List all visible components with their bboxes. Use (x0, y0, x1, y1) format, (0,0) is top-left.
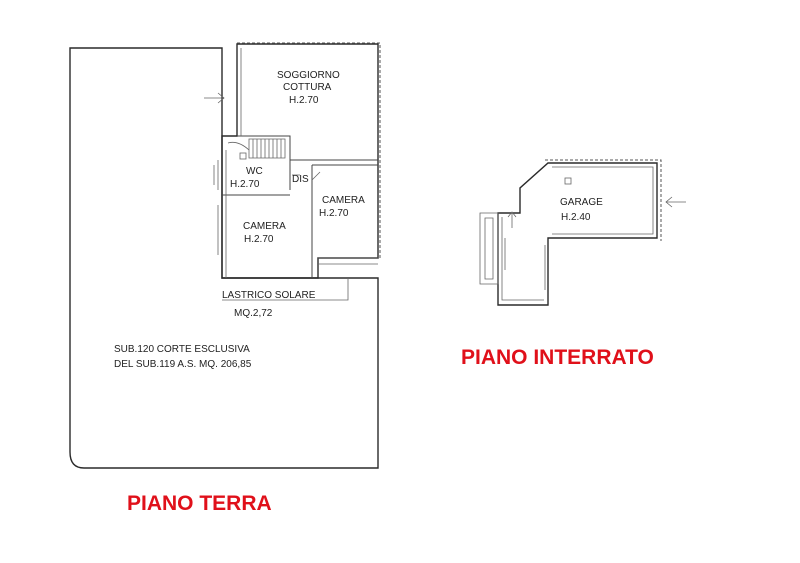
garage-inner-walls (501, 166, 654, 301)
garage-label: GARAGE (560, 197, 603, 208)
wc-label: WC (246, 166, 263, 177)
bedroom-right-height: H.2.70 (319, 208, 349, 219)
stairs-icon (227, 138, 286, 160)
garage-height: H.2.40 (561, 212, 591, 223)
window-marks-left (213, 160, 219, 255)
house-outline (221, 43, 379, 279)
garage-column (564, 177, 572, 185)
garage-outline (497, 162, 658, 306)
arrow-right-icon (204, 92, 225, 104)
ground-floor-plan: SOGGIORNO COTTURA H.2.70 WC H.2.70 DIS C… (69, 42, 381, 515)
terrace-label-1: LASTRICO SOLARE (222, 290, 316, 301)
garage-side-recess (479, 212, 499, 285)
living-label-1: SOGGIORNO (277, 70, 340, 81)
basement-title: PIANO INTERRATO (461, 346, 654, 369)
yard-boundary (69, 47, 379, 469)
ground-floor-title: PIANO TERRA (127, 492, 272, 515)
stair-enclosure (237, 135, 291, 160)
yard-label-1: SUB.120 CORTE ESCLUSIVA (114, 344, 250, 355)
living-height: H.2.70 (289, 95, 319, 106)
yard-label-2: DEL SUB.119 A.S. MQ. 206,85 (114, 359, 252, 370)
arrow-left-icon (665, 196, 686, 208)
house-dashed-edge (237, 42, 381, 258)
basement-plan: GARAGE H.2.40 PIANO INTERRATO (461, 159, 686, 369)
terrace-leader (222, 278, 349, 301)
bedroom-right-label: CAMERA (322, 195, 365, 206)
arrow-up-icon (507, 211, 517, 228)
wc-height: H.2.70 (230, 179, 260, 190)
garage-dashed-edge (545, 159, 662, 241)
dis-label: DIS (292, 174, 309, 185)
living-label-2: COTTURA (283, 82, 332, 93)
bedroom-left-height: H.2.70 (244, 234, 274, 245)
balcony-line (318, 257, 378, 265)
bedroom-left-label: CAMERA (243, 221, 286, 232)
wall-inner-left (225, 48, 242, 278)
door-swing-camera (311, 171, 321, 181)
terrace-label-2: MQ.2,72 (234, 308, 273, 319)
